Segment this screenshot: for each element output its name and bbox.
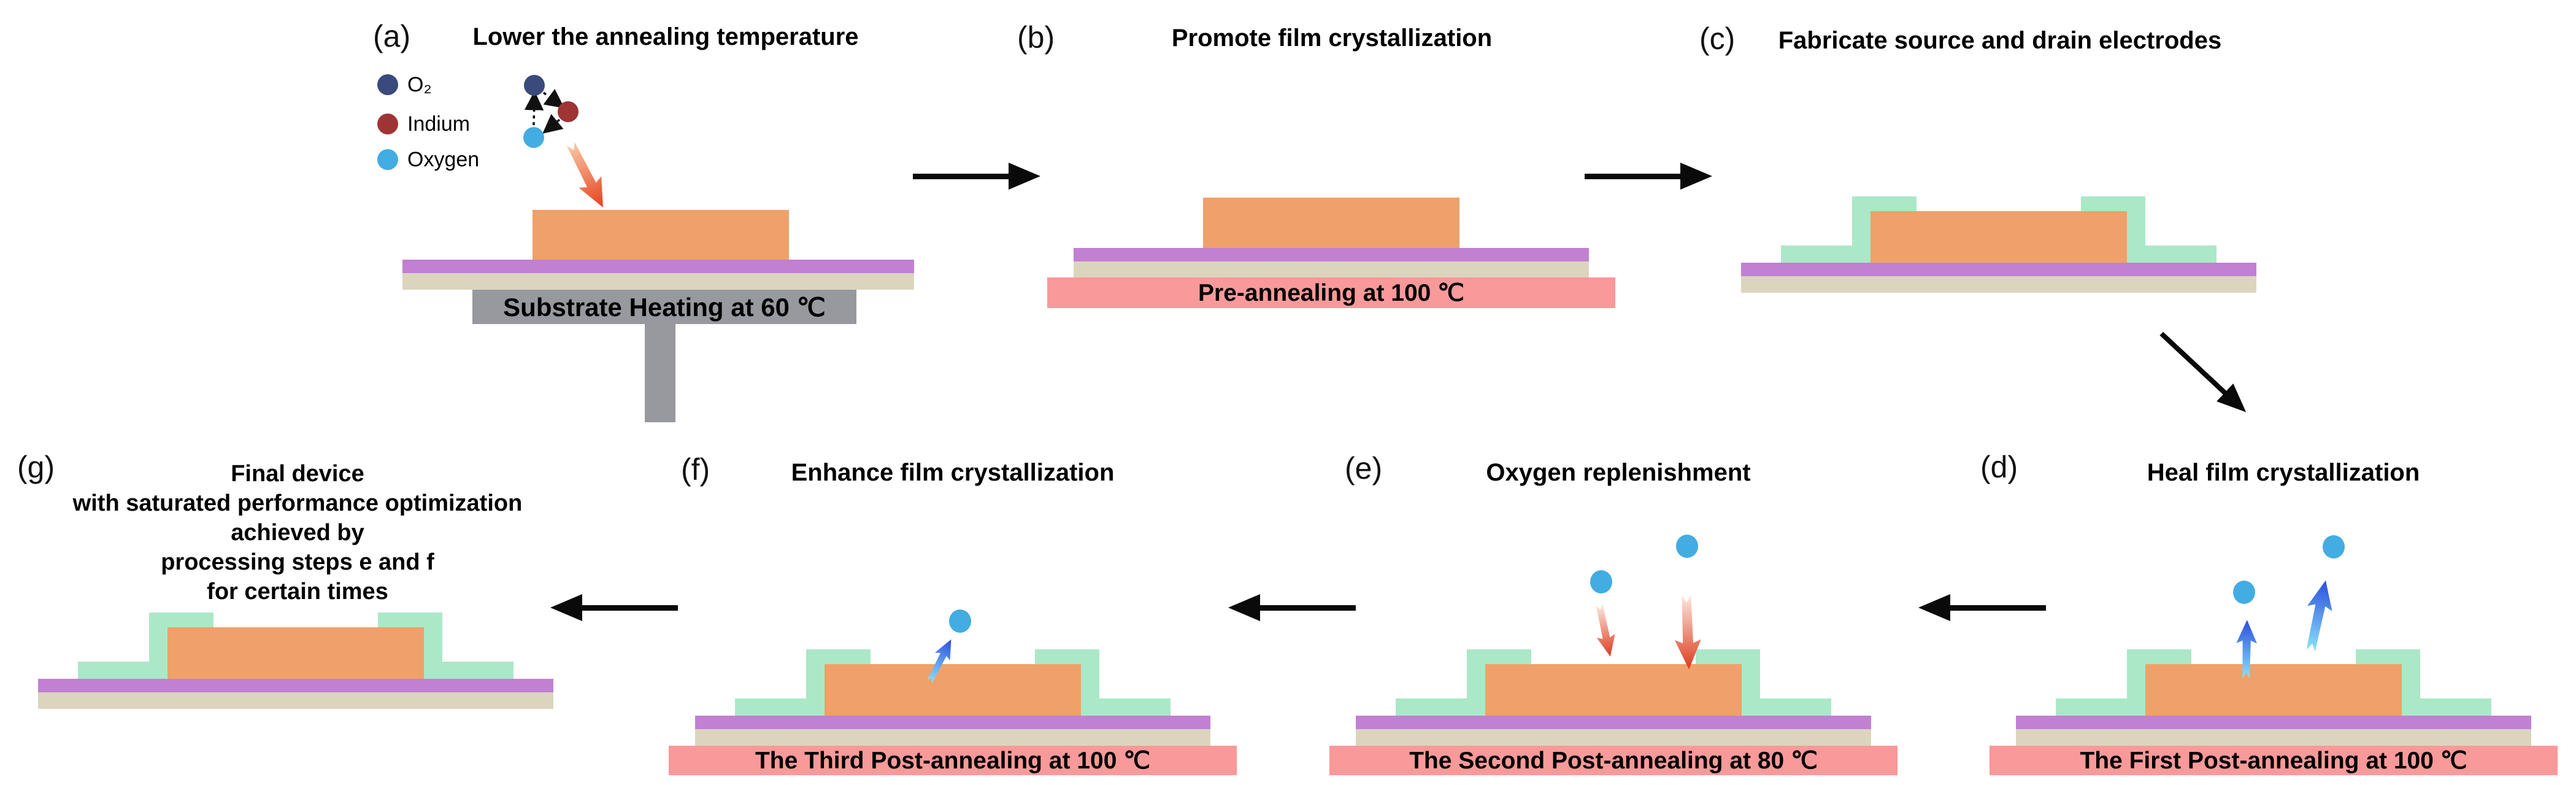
panel-e-substrate-layer: [1356, 729, 1871, 746]
legend-oxygen-dot-icon: [377, 149, 398, 170]
panel-f-substrate-layer: [695, 729, 1210, 746]
panel-d-drain-electrode-foot: [2420, 698, 2491, 716]
panel-a-substrate-layer: [402, 273, 914, 290]
arrow-left-icon: [1228, 594, 1356, 621]
oxygen-dot-icon: [1590, 570, 1612, 594]
panel-d-hotplate-text: The First Post-annealing at 100 ℃: [2080, 747, 2467, 774]
panel-c-drain-electrode-foot: [2145, 246, 2217, 263]
panel-e-title: Oxygen replenishment: [1486, 459, 1751, 486]
heat-arrow-icon: [566, 142, 603, 207]
panel-g-drain-electrode-foot: [442, 662, 513, 679]
panel-c-gate-dielectric-layer: [1741, 263, 2256, 276]
oxygen-dot-icon: [949, 609, 971, 633]
molecule-cluster-icon: [523, 75, 579, 148]
arrow-left-icon: [1918, 594, 2046, 621]
panel-b-substrate-layer: [1074, 261, 1589, 277]
panel-e-label: (e): [1345, 451, 1383, 485]
panel-b-hotplate-text: Pre-annealing at 100 ℃: [1198, 279, 1464, 306]
panel-b-title: Promote film crystallization: [1171, 25, 1493, 52]
panel-g-title-line: for certain times: [207, 579, 388, 605]
panel-a-hotplate-text: Substrate Heating at 60 ℃: [503, 292, 826, 322]
oxygen-dot-icon: [2323, 535, 2345, 559]
panel-d-semiconductor-film: [2145, 664, 2402, 716]
panel-e-gate-dielectric-layer: [1356, 716, 1871, 729]
panel-a-hotplate: Substrate Heating at 60 ℃: [472, 290, 856, 324]
panel-e-drain-electrode-foot: [1760, 698, 1831, 716]
panel-g-title-line: achieved by: [231, 520, 364, 546]
panel-g-label: (g): [17, 450, 55, 484]
panel-b-gate-dielectric-layer: [1074, 248, 1589, 261]
panel-f-semiconductor-film: [825, 664, 1081, 716]
panel-e-hotplate: The Second Post-annealing at 80 ℃: [1329, 746, 1897, 775]
oxygen-dot-icon: [2233, 581, 2255, 604]
oxygen-dot-icon: [1676, 535, 1698, 558]
panel-c-substrate-layer: [1741, 276, 2256, 293]
panel-g-title: Final device with saturated performance …: [49, 459, 546, 606]
panel-e-hotplate-text: The Second Post-annealing at 80 ℃: [1409, 747, 1818, 774]
panel-d-title: Heal film crystallization: [2147, 459, 2420, 486]
legend-indium-label: Indium: [407, 112, 471, 136]
panel-g-gate-dielectric-layer: [38, 679, 553, 692]
arrow-right-icon: [913, 163, 1040, 190]
panel-g-semiconductor-film: [167, 627, 424, 679]
panel-g-substrate-layer: [38, 692, 553, 709]
panel-f-gate-dielectric-layer: [695, 716, 1210, 729]
panel-f-hotplate-text: The Third Post-annealing at 100 ℃: [755, 747, 1151, 774]
panel-f-label: (f): [681, 452, 710, 487]
panel-g-title-line: with saturated performance optimization: [72, 490, 523, 516]
panel-c-source-electrode-foot: [1781, 246, 1852, 263]
oxygen-escape-arrow-icon: [2236, 620, 2258, 679]
panel-f-hotplate: The Third Post-annealing at 100 ℃: [669, 746, 1237, 775]
panel-b-hotplate: Pre-annealing at 100 ℃: [1047, 277, 1615, 308]
legend-oxygen-label: Oxygen: [407, 148, 480, 171]
panel-c-label: (c): [1699, 21, 1736, 56]
panel-d-hotplate: The First Post-annealing at 100 ℃: [1990, 746, 2558, 775]
panel-e-source-electrode-foot: [1396, 698, 1467, 716]
panel-d-label: (d): [1980, 450, 2018, 484]
panel-c-semiconductor-film: [1870, 211, 2127, 263]
panel-e-semiconductor-film: [1485, 664, 1742, 716]
panel-g-title-line: Final device: [231, 461, 364, 487]
panel-f-source-electrode-foot: [735, 698, 806, 716]
panel-a-label: (a): [373, 19, 411, 53]
arrow-right-icon: [1585, 163, 1712, 190]
panel-g-source-electrode-foot: [78, 662, 149, 679]
oxygen-inflow-arrow-icon: [1674, 595, 1701, 670]
panel-c-title: Fabricate source and drain electrodes: [1778, 27, 2222, 54]
oxygen-inflow-arrow-icon: [1596, 603, 1615, 657]
oxygen-escape-arrow-icon: [926, 639, 952, 684]
arrow-down-right-icon: [2159, 331, 2247, 412]
panel-a-gate-dielectric-layer: [402, 260, 914, 273]
panel-a-title: Lower the annealing temperature: [472, 23, 859, 50]
arrow-left-icon: [550, 594, 678, 621]
panel-a-hotplate-stem: [645, 324, 675, 422]
panel-g-title-line: processing steps e and f: [161, 549, 434, 575]
panel-d-substrate-layer: [2016, 729, 2531, 746]
panel-a-semiconductor-film: [533, 210, 789, 260]
panel-d-source-electrode-foot: [2056, 698, 2127, 716]
oxygen-escape-arrow-icon: [2306, 580, 2332, 652]
panel-b-label: (b): [1017, 20, 1055, 55]
panel-f-drain-electrode-foot: [1099, 698, 1171, 716]
panel-b-semiconductor-film: [1203, 198, 1459, 248]
legend-o2-label: O₂: [407, 73, 432, 96]
panel-f-title: Enhance film crystallization: [791, 459, 1115, 486]
legend-o2-dot-icon: [377, 74, 398, 95]
panel-d-gate-dielectric-layer: [2016, 716, 2531, 729]
legend-indium-dot-icon: [377, 114, 398, 134]
